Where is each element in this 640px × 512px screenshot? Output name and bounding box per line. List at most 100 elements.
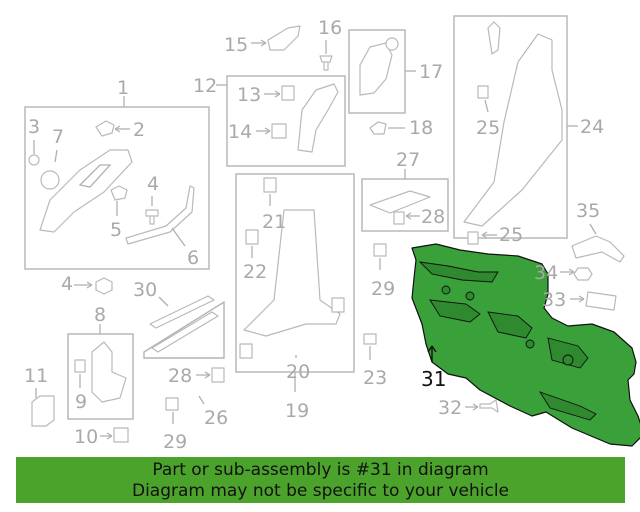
part-31-hole-c — [525, 339, 535, 349]
callout-31: 31 — [421, 367, 446, 391]
group-17: 17 — [348, 29, 443, 114]
callout-29b: 29 — [163, 431, 187, 453]
part-31-pocket-left — [429, 299, 481, 323]
group-12-box — [226, 75, 346, 167]
part-24-pillar-trim — [463, 33, 563, 227]
banner-line-1: Part or sub-assembly is #31 in diagram — [152, 460, 489, 480]
group-1-box — [24, 106, 210, 270]
callout-11: 11 — [24, 365, 48, 387]
part-31-hole-b — [465, 291, 475, 301]
part-17-fastener — [385, 37, 399, 51]
callout-17: 17 — [419, 61, 443, 83]
callout-5: 5 — [110, 219, 122, 241]
callout-14: 14 — [228, 121, 252, 143]
part-30-strip — [149, 295, 215, 329]
info-banner: Part or sub-assembly is #31 in diagram D… — [16, 457, 625, 503]
group-1: 1 2 3 7 4 5 6 — [24, 77, 210, 270]
group-26-panel — [143, 300, 225, 359]
part-21-clip — [263, 177, 277, 193]
callout-24: 24 — [580, 116, 604, 138]
part-26-sill — [151, 311, 219, 353]
part-10-clip — [113, 427, 129, 443]
group-8: 8 9 — [67, 304, 134, 420]
callout-9: 9 — [75, 391, 87, 413]
group-26: 28 26 29 — [143, 300, 228, 453]
callout-15: 15 — [224, 34, 248, 56]
callout-25b: 25 — [499, 224, 523, 246]
part-8-trim — [91, 341, 127, 403]
part-25-clip-b — [467, 231, 479, 245]
callout-3: 3 — [28, 116, 40, 138]
callout-19: 19 — [285, 400, 309, 422]
part-17-bracket — [359, 42, 393, 96]
part-31-highlighted[interactable] — [411, 243, 640, 447]
part-15-bracket — [267, 25, 301, 51]
callout-7: 7 — [52, 126, 64, 148]
part-34-nut — [573, 267, 593, 281]
part-13-clip — [281, 85, 295, 101]
part-5-clip — [110, 185, 128, 201]
callout-28a: 28 — [421, 206, 445, 228]
callout-2: 2 — [133, 119, 145, 141]
banner-line-2: Diagram may not be specific to your vehi… — [131, 481, 509, 501]
group-24: 24 25 25 — [453, 15, 604, 246]
part-29-clip-b — [165, 397, 179, 411]
part-31-pocket-mid — [487, 311, 533, 339]
part-28-clip-b — [211, 367, 225, 383]
part-33-bracket — [585, 291, 617, 311]
callout-13: 13 — [237, 84, 261, 106]
callout-20: 20 — [286, 361, 310, 383]
callout-33: 33 — [542, 289, 566, 311]
part-28-clip-a — [393, 211, 405, 225]
part-14-clip — [271, 123, 287, 139]
callout-18: 18 — [409, 117, 433, 139]
part-7-bracket — [40, 170, 60, 190]
part-31-pocket-right — [547, 337, 589, 369]
part-22-clip — [245, 229, 259, 245]
part-3-screw — [28, 154, 40, 166]
part-6-strip — [125, 185, 195, 245]
callout-34: 34 — [534, 262, 558, 284]
group-27: 27 28 — [361, 149, 449, 232]
part-19-clip — [239, 343, 253, 359]
part-25-clip-a — [477, 85, 489, 99]
callout-21: 21 — [262, 211, 286, 233]
callout-26: 26 — [204, 407, 228, 429]
callout-32: 32 — [438, 397, 462, 419]
callout-8: 8 — [94, 304, 106, 326]
callout-25a: 25 — [476, 117, 500, 139]
callout-4a: 4 — [147, 173, 159, 195]
callout-16: 16 — [318, 17, 342, 39]
part-32-pushpin — [479, 399, 499, 413]
callout-4b: 4 — [61, 273, 73, 295]
callout-27: 27 — [396, 149, 420, 171]
group-12: 12 13 14 — [193, 75, 346, 167]
part-27-bracket — [369, 190, 431, 214]
part-23-clip — [363, 333, 377, 345]
part-20-clip — [331, 297, 345, 313]
callout-35: 35 — [576, 200, 600, 222]
callout-22: 22 — [243, 261, 267, 283]
callout-12: 12 — [193, 75, 217, 97]
callout-6: 6 — [187, 247, 199, 269]
part-31-ridge-top — [418, 261, 499, 283]
part-4-screw — [95, 277, 113, 295]
part-18-screw — [369, 121, 387, 135]
group-19: 19 21 22 20 — [235, 173, 355, 422]
part-12-trim — [297, 83, 339, 153]
callout-29a: 29 — [371, 278, 395, 300]
part-31-hole-a — [441, 285, 451, 295]
parts-diagram: 1 2 3 7 4 5 6 12 13 14 — [24, 15, 640, 453]
callout-23: 23 — [363, 367, 387, 389]
part-31-hole-d — [562, 354, 574, 366]
group-24-box — [453, 15, 568, 239]
callout-1: 1 — [117, 77, 129, 99]
part-24-clip-top — [487, 21, 501, 55]
part-29-clip-a — [373, 243, 387, 257]
callout-28b: 28 — [168, 365, 192, 387]
part-20-pillar-trim — [243, 209, 341, 337]
part-11-bracket — [31, 395, 55, 427]
part-4-pin — [145, 209, 159, 225]
callout-30: 30 — [133, 279, 157, 301]
part-35-molding — [571, 235, 625, 263]
